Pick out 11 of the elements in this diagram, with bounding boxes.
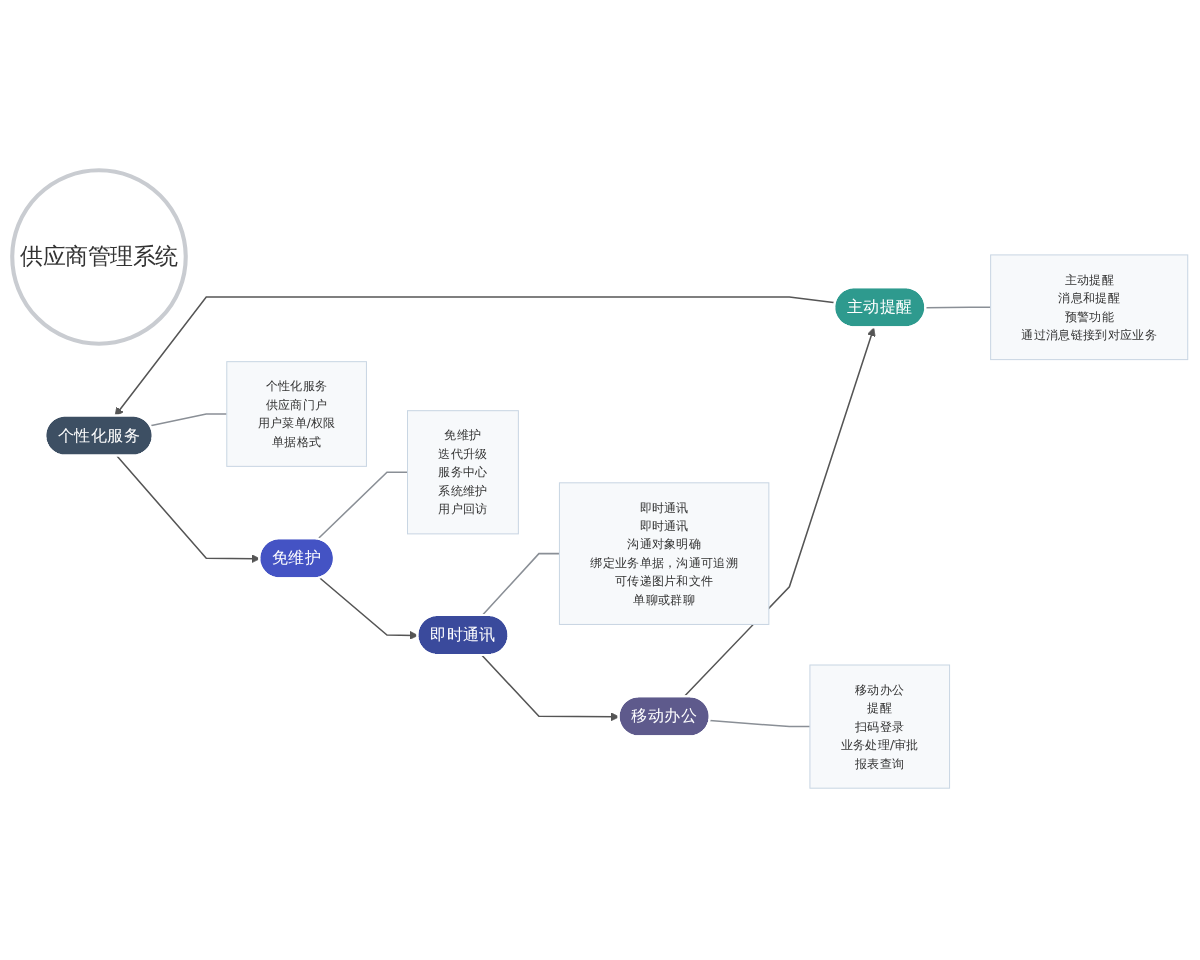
connector <box>709 720 811 729</box>
arrow <box>683 328 876 699</box>
arrow <box>319 578 419 641</box>
connector <box>317 472 409 541</box>
connector <box>149 414 228 428</box>
connector <box>481 553 561 618</box>
arrow <box>114 297 837 418</box>
node-circle: 供应商管理系统 <box>10 168 188 347</box>
arrow <box>116 456 261 564</box>
arrow <box>481 655 620 723</box>
connector <box>925 307 992 310</box>
